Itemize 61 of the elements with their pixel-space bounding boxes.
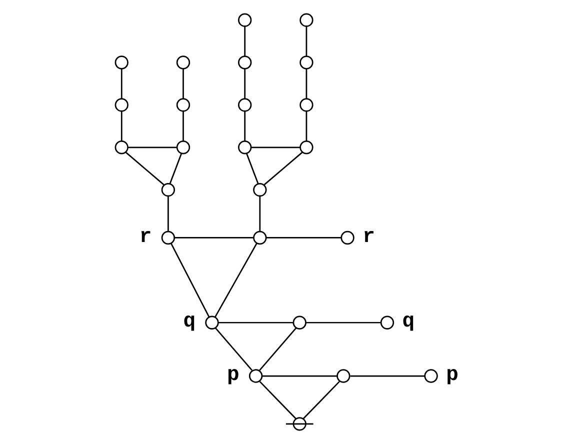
node-circle <box>205 316 219 330</box>
connector <box>169 153 182 184</box>
connector <box>128 146 177 148</box>
connector <box>306 26 308 56</box>
node-circle <box>300 98 314 112</box>
connector <box>170 243 210 318</box>
node-circle <box>176 56 190 70</box>
node-circle <box>238 56 252 70</box>
connector <box>259 381 296 420</box>
node-label: r <box>139 226 152 249</box>
node-circle <box>300 13 314 27</box>
connector <box>126 152 164 186</box>
node-circle <box>253 182 267 197</box>
connector <box>306 322 381 324</box>
node-circle <box>253 230 267 245</box>
node-circle <box>300 140 314 154</box>
node-circle <box>424 369 438 383</box>
connector <box>182 111 184 142</box>
connector <box>214 242 258 318</box>
connector <box>214 328 253 371</box>
node-circle <box>114 140 128 154</box>
node-circle <box>300 56 314 70</box>
node-circle <box>161 230 176 245</box>
connector <box>306 68 308 99</box>
node-circle <box>114 98 128 112</box>
node-circle <box>161 182 176 197</box>
node-label: r <box>362 226 375 249</box>
node-circle <box>176 140 190 154</box>
connector <box>262 375 338 377</box>
connector <box>306 111 308 142</box>
node-circle <box>238 140 252 154</box>
connector <box>350 375 425 377</box>
node-label: p <box>227 364 240 388</box>
node-label: p <box>446 364 458 388</box>
connector <box>251 146 300 148</box>
connector <box>302 381 340 420</box>
node-label: q <box>183 310 196 334</box>
node-circle <box>176 98 190 112</box>
node-label: q <box>402 310 415 334</box>
connector <box>168 196 169 232</box>
connector <box>120 111 122 142</box>
node-circle <box>292 316 306 330</box>
node-circle <box>336 369 350 383</box>
connector <box>174 237 254 238</box>
connector <box>218 322 294 324</box>
connector <box>259 328 297 371</box>
node-circle <box>238 13 252 27</box>
connector <box>259 196 261 232</box>
node-circle <box>114 56 128 70</box>
node-circle <box>340 230 354 245</box>
connector <box>246 153 259 184</box>
connector <box>244 111 246 142</box>
node-circle <box>238 98 252 112</box>
connector <box>120 68 122 99</box>
node-circle <box>248 369 263 383</box>
connector <box>266 237 342 238</box>
connector <box>244 26 246 56</box>
connector <box>244 68 246 99</box>
node-circle <box>380 316 394 330</box>
connector <box>182 68 184 99</box>
connector <box>264 152 303 186</box>
